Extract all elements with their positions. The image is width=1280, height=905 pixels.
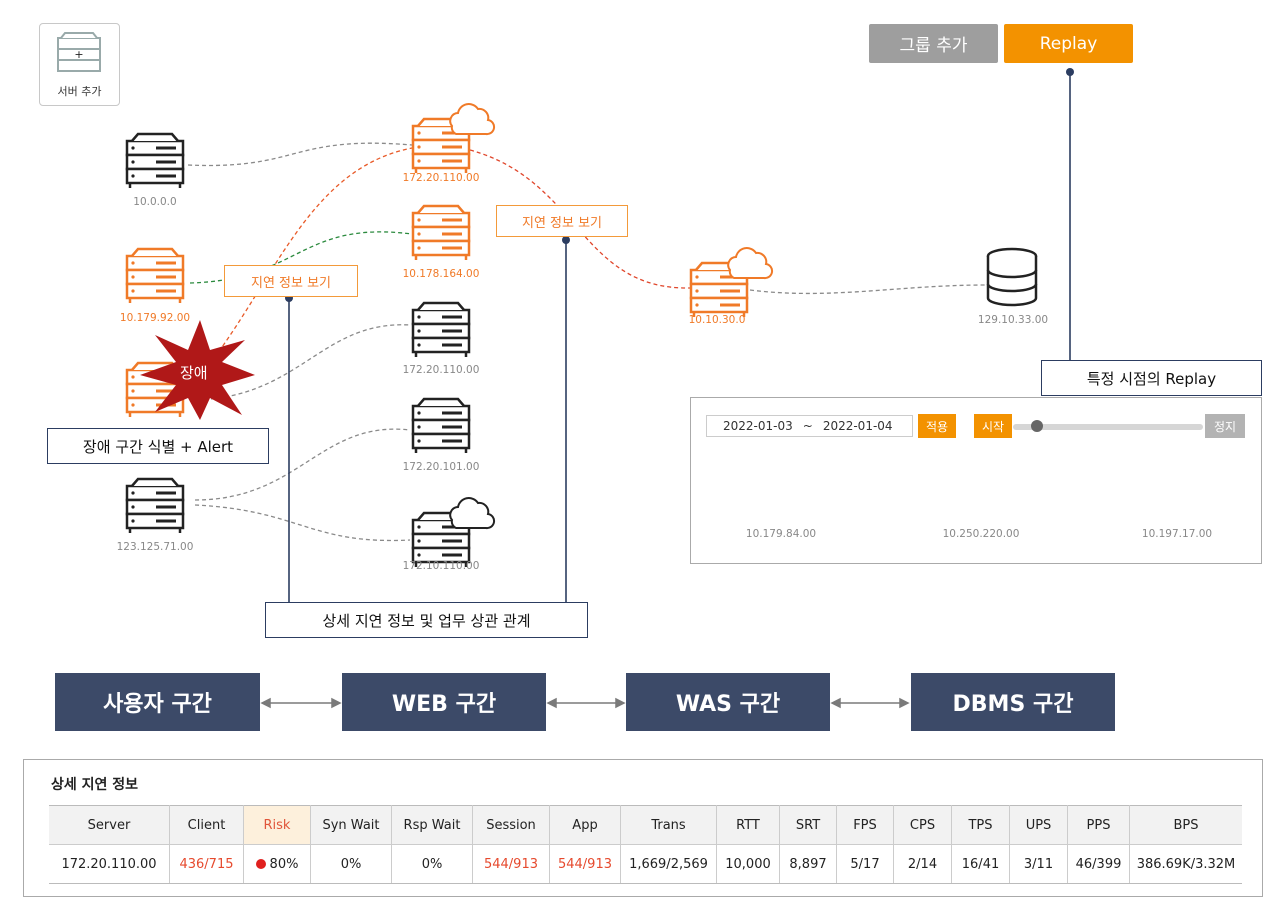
col-tps: TPS [951, 805, 1010, 845]
table-header-row: Server Client Risk Syn Wait Rsp Wait Ses… [49, 805, 1242, 845]
server-icon [411, 397, 471, 455]
col-trans: Trans [620, 805, 717, 845]
col-server: Server [49, 805, 170, 845]
col-app: App [549, 805, 621, 845]
date-range-input[interactable]: 2022-01-03 ~ 2022-01-04 [706, 415, 913, 437]
col-bps: BPS [1129, 805, 1242, 845]
segment-web: WEB 구간 [342, 673, 546, 731]
col-rsp-wait: Rsp Wait [391, 805, 473, 845]
ip-label: 172.20.110.00 [402, 172, 480, 184]
ip-label: 10.179.92.00 [119, 312, 191, 324]
risk-value: 80% [269, 856, 299, 872]
cell-fps: 5/17 [836, 844, 894, 884]
replay-slider[interactable] [1013, 420, 1203, 432]
add-server-button[interactable]: + 서버 추가 [39, 23, 120, 106]
col-risk: Risk [243, 805, 311, 845]
server-icon [125, 132, 185, 190]
cell-server: 172.20.110.00 [49, 844, 170, 884]
server-icon [125, 247, 185, 305]
ip-label: 129.10.33.00 [977, 314, 1049, 326]
group-add-button[interactable]: 그룹 추가 [869, 24, 998, 63]
fault-burst-icon [140, 320, 255, 420]
segment-dbms: DBMS 구간 [911, 673, 1115, 731]
risk-dot-icon [255, 858, 266, 869]
detail-delay-table: Server Client Risk Syn Wait Rsp Wait Ses… [49, 805, 1242, 884]
cell-rsp-wait: 0% [391, 844, 473, 884]
col-session: Session [472, 805, 550, 845]
col-syn-wait: Syn Wait [310, 805, 392, 845]
col-cps: CPS [893, 805, 952, 845]
fault-label: 장애 [180, 364, 208, 382]
segment-was: WAS 구간 [626, 673, 830, 731]
col-pps: PPS [1067, 805, 1130, 845]
server-icon [125, 477, 185, 535]
cell-session: 544/913 [472, 844, 550, 884]
ip-label: 172.20.110.00 [402, 364, 480, 376]
col-srt: SRT [779, 805, 837, 845]
ip-label: 10.178.164.00 [402, 268, 480, 280]
col-client: Client [169, 805, 244, 845]
date-from: 2022-01-03 [723, 419, 793, 433]
date-to: 2022-01-04 [822, 419, 893, 433]
delay-info-callout[interactable]: 지연 정보 보기 [224, 265, 358, 297]
date-separator: ~ [802, 419, 813, 433]
table-row[interactable]: 172.20.110.00 436/715 80% 0% 0% 544/913 … [49, 844, 1242, 884]
server-icon [411, 204, 471, 262]
ip-label: 123.125.71.00 [116, 541, 194, 553]
ip-label: 172.10.110.00 [402, 560, 480, 572]
replay-note: 특정 시점의 Replay [1041, 360, 1262, 396]
ip-label: 10.10.30.0 [688, 314, 746, 326]
ip-label: 10.197.17.00 [1141, 528, 1213, 540]
segment-user: 사용자 구간 [55, 673, 260, 731]
cell-client: 436/715 [169, 844, 244, 884]
ip-label: 10.250.220.00 [942, 528, 1020, 540]
cell-app: 544/913 [549, 844, 621, 884]
server-add-icon: + [57, 32, 101, 72]
cell-cps: 2/14 [893, 844, 952, 884]
slider-handle[interactable] [1030, 420, 1043, 432]
cloud-icon [449, 103, 496, 136]
database-icon [986, 247, 1038, 307]
cloud-icon [449, 497, 496, 530]
cell-trans: 1,669/2,569 [620, 844, 717, 884]
replay-panel: 2022-01-03 ~ 2022-01-04 적용 시작 정지 10.179.… [690, 397, 1262, 564]
replay-button[interactable]: Replay [1004, 24, 1133, 63]
ip-label: 10.179.84.00 [745, 528, 817, 540]
cell-tps: 16/41 [951, 844, 1010, 884]
detail-table-title: 상세 지연 정보 [51, 777, 139, 793]
col-ups: UPS [1009, 805, 1068, 845]
add-server-label: 서버 추가 [57, 85, 102, 98]
ip-label: 10.0.0.0 [133, 196, 177, 208]
cell-rtt: 10,000 [716, 844, 780, 884]
server-icon [411, 301, 471, 359]
svg-text:+: + [74, 48, 83, 61]
col-fps: FPS [836, 805, 894, 845]
cloud-icon [727, 247, 774, 280]
col-rtt: RTT [716, 805, 780, 845]
fault-alert-note: 장애 구간 식별 + Alert [47, 428, 269, 464]
apply-button[interactable]: 적용 [918, 414, 956, 438]
detail-delay-panel: 상세 지연 정보 Server Client Risk Syn Wait Rsp… [23, 759, 1263, 897]
stop-button[interactable]: 정지 [1205, 414, 1245, 438]
ip-label: 172.20.101.00 [402, 461, 480, 473]
cell-syn-wait: 0% [310, 844, 392, 884]
cell-srt: 8,897 [779, 844, 837, 884]
delay-info-callout[interactable]: 지연 정보 보기 [496, 205, 628, 237]
cell-risk: 80% [243, 844, 311, 884]
start-button[interactable]: 시작 [974, 414, 1012, 438]
cell-bps: 386.69K/3.32M [1129, 844, 1242, 884]
detail-delay-note: 상세 지연 정보 및 업무 상관 관계 [265, 602, 588, 638]
cell-pps: 46/399 [1067, 844, 1130, 884]
cell-ups: 3/11 [1009, 844, 1068, 884]
